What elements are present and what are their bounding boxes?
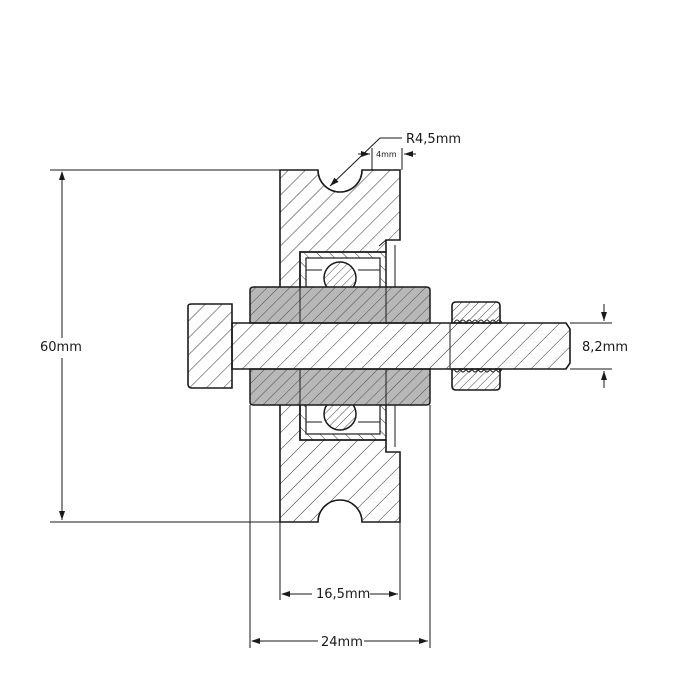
outer-diameter-label: 60mm xyxy=(40,340,82,355)
bolt xyxy=(187,303,571,389)
dimension-total-width: 24mm xyxy=(249,405,431,650)
spacer-lower xyxy=(249,368,431,406)
groove-radius-label: R4,5mm xyxy=(406,132,461,147)
nut-lower xyxy=(451,367,503,391)
nut-upper xyxy=(451,301,503,325)
axle-diameter-label: 8,2mm xyxy=(582,340,628,355)
dimension-outer-diameter: 60mm xyxy=(40,169,280,523)
spacer-upper xyxy=(249,286,431,324)
total-width-label: 24mm xyxy=(321,635,363,650)
dimension-groove-radius: R4,5mm xyxy=(329,132,461,187)
groove-width-label: 4mm xyxy=(376,150,397,159)
dimension-wheel-width: 16,5mm xyxy=(279,522,401,602)
wheel-width-label: 16,5mm xyxy=(316,587,370,602)
dimension-axle-diameter: 8,2mm xyxy=(570,304,628,388)
